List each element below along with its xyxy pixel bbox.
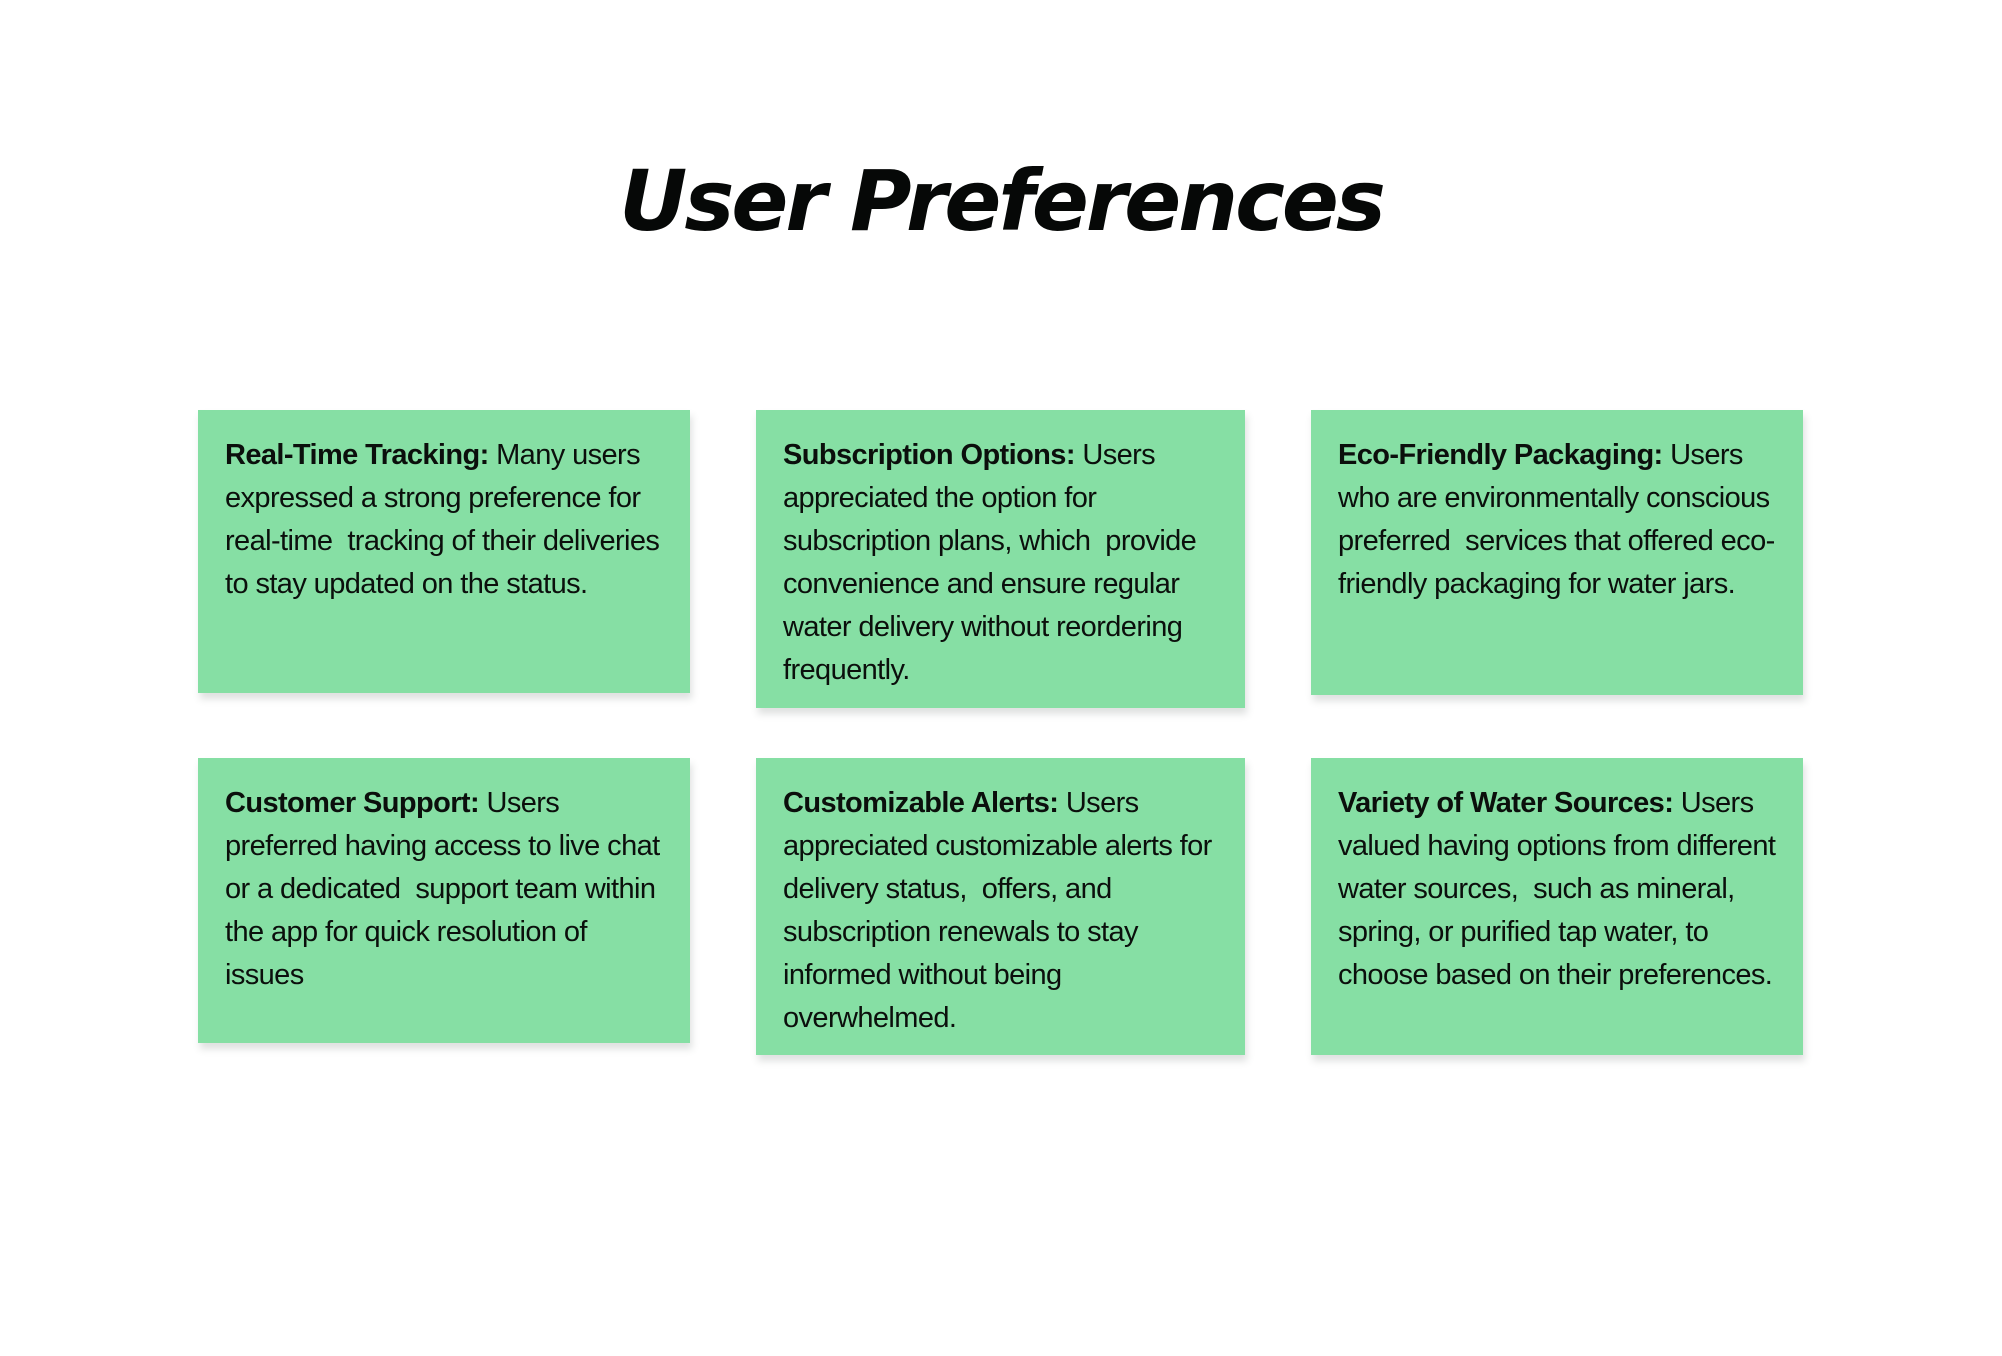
sticky-note-real-time-tracking: Real-Time Tracking: Many users expressed… (198, 410, 690, 693)
card-body: Users who are environmentally conscious … (1338, 439, 1778, 600)
sticky-note-variety-of-water-sources: Variety of Water Sources: Users valued h… (1311, 758, 1803, 1055)
sticky-note-customizable-alerts: Customizable Alerts: Users appreciated c… (756, 758, 1245, 1055)
card-heading: Subscription Options: (783, 439, 1075, 471)
card-heading: Customizable Alerts: (783, 787, 1059, 819)
card-body: Users appreciated the option for subscri… (783, 439, 1204, 686)
card-heading: Real-Time Tracking: (225, 439, 489, 471)
card-body: Users preferred having access to live ch… (225, 787, 668, 991)
sticky-note-customer-support: Customer Support: Users preferred having… (198, 758, 690, 1043)
sticky-note-eco-friendly-packaging: Eco-Friendly Packaging: Users who are en… (1311, 410, 1803, 695)
card-heading: Eco-Friendly Packaging: (1338, 439, 1663, 471)
card-text: Customizable Alerts: Users appreciated c… (783, 782, 1219, 1040)
card-text: Customer Support: Users preferred having… (225, 782, 664, 997)
card-body: Users appreciated customizable alerts fo… (783, 787, 1220, 1034)
card-text: Real-Time Tracking: Many users expressed… (225, 434, 664, 606)
sticky-note-subscription-options: Subscription Options: Users appreciated … (756, 410, 1245, 708)
card-heading: Customer Support: (225, 787, 480, 819)
card-text: Eco-Friendly Packaging: Users who are en… (1338, 434, 1777, 606)
card-body: Many users expressed a strong preference… (225, 439, 667, 600)
card-body: Users valued having options from differe… (1338, 787, 1783, 991)
page-title: User Preferences (619, 152, 1386, 251)
card-text: Variety of Water Sources: Users valued h… (1338, 782, 1777, 997)
card-text: Subscription Options: Users appreciated … (783, 434, 1219, 692)
card-heading: Variety of Water Sources: (1338, 787, 1674, 819)
